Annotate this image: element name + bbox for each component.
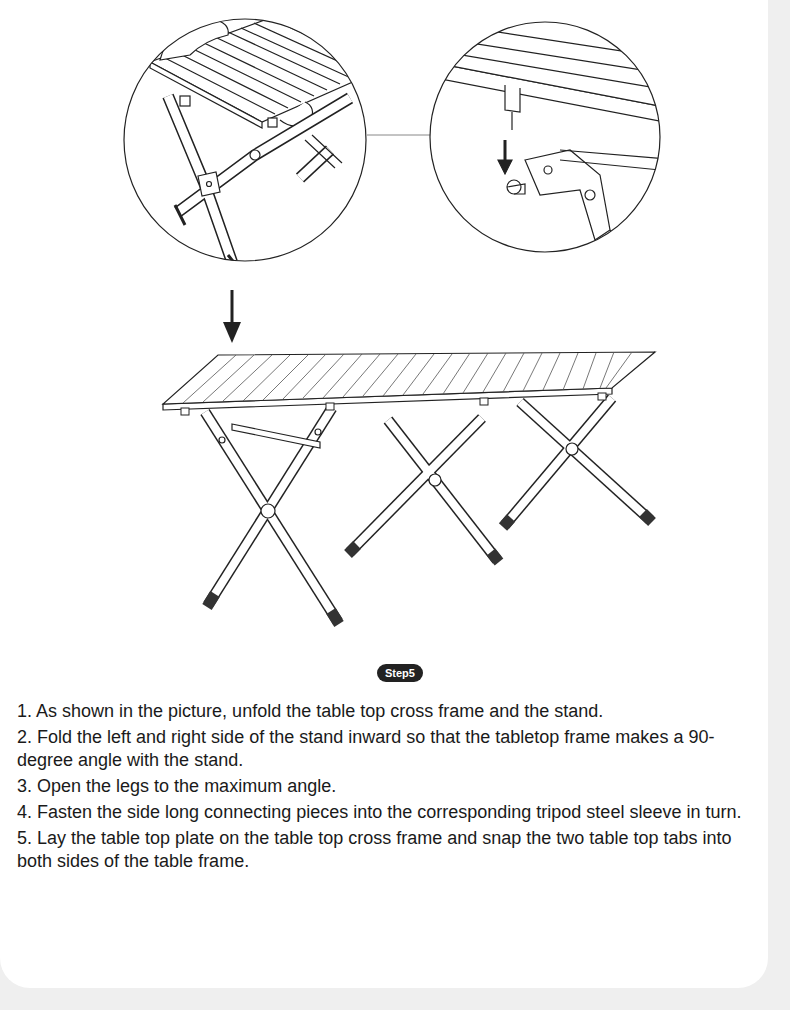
instruction-step: 5. Lay the table top plate on the table … [17,827,762,873]
instruction-step: 3. Open the legs to the maximum angle. [17,775,762,798]
pin-detail [420,20,680,310]
hinge-detail [150,18,380,270]
instruction-step: 1. As shown in the picture, unfold the t… [17,700,762,723]
instruction-step: 4. Fasten the side long connecting piece… [17,801,762,824]
step-badge: Step5 [377,664,423,682]
assembled-table [163,352,655,624]
step-label: Step5 [385,666,415,680]
instruction-list: 1. As shown in the picture, unfold the t… [17,700,762,876]
instruction-step: 2. Fold the left and right side of the s… [17,726,762,772]
